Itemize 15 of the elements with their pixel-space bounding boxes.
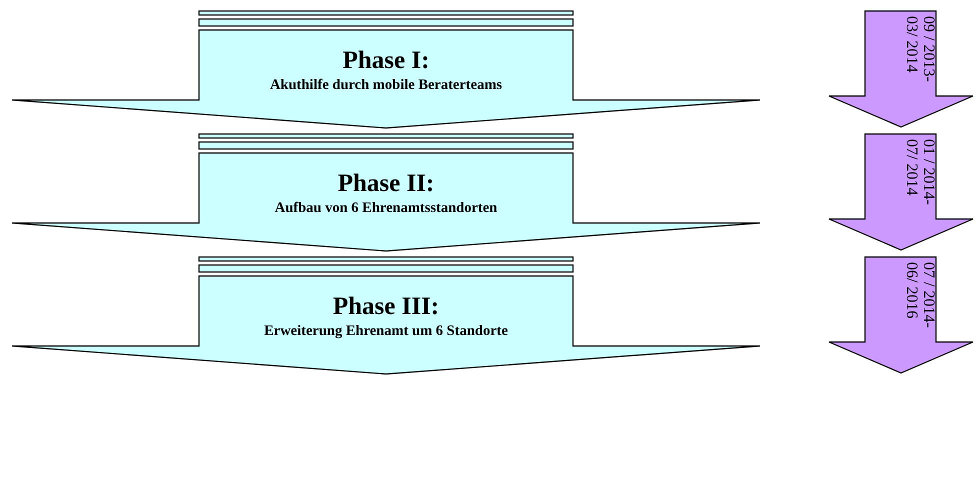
date-range: 09 / 2013- 03/ 2014 bbox=[902, 16, 937, 84]
phase-arrow bbox=[12, 10, 762, 130]
date-callout bbox=[828, 256, 974, 374]
phase-title: Phase I: bbox=[342, 46, 430, 76]
phase-arrow bbox=[12, 133, 762, 253]
phase-arrow bbox=[12, 256, 762, 376]
date-range: 07 / 2014- 06/ 2016 bbox=[902, 262, 937, 330]
phase-description: Erweiterung Ehrenamt um 6 Standorte bbox=[263, 322, 509, 340]
phase-title: Phase III: bbox=[332, 292, 440, 322]
phase-description: Aufbau von 6 Ehrenamtsstandorten bbox=[274, 199, 498, 217]
phase-title: Phase II: bbox=[336, 169, 436, 199]
date-callout bbox=[828, 133, 974, 251]
phase-description: Akuthilfe durch mobile Beraterteams bbox=[268, 76, 504, 94]
date-callout bbox=[828, 10, 974, 128]
date-range: 01 / 2014- 07/ 2014 bbox=[902, 139, 937, 207]
